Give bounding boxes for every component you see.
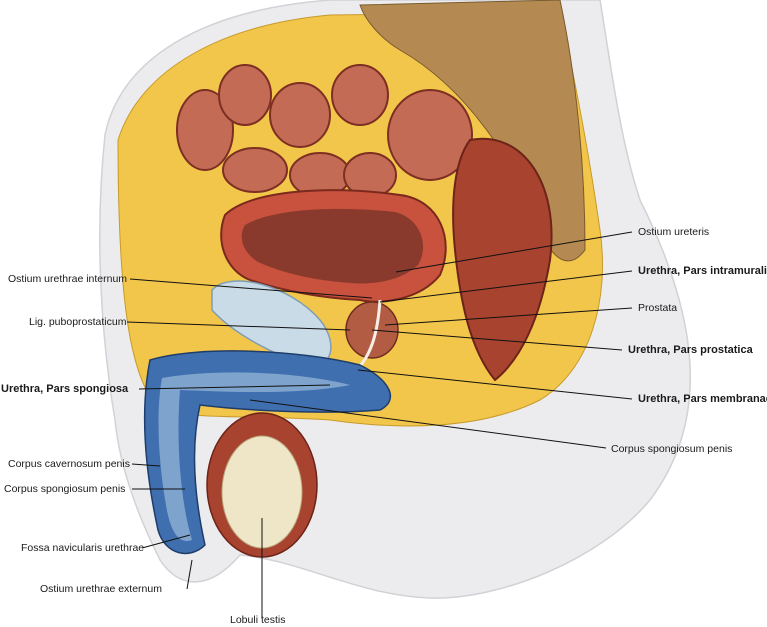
label-urethra-pars-spongiosa: Urethra, Pars spongiosa: [1, 383, 129, 395]
label-ostium-urethrae-externum: Ostium urethrae externum: [40, 583, 162, 595]
penis-shaft: [143, 350, 392, 555]
label-corpus-spongiosum-penis-right: Corpus spongiosum penis: [611, 443, 733, 455]
label-lig-puboprostaticum: Lig. puboprostaticum: [29, 316, 127, 328]
label-fossa-navicularis-urethrae: Fossa navicularis urethrae: [21, 542, 145, 554]
label-lobuli-testis: Lobuli testis: [230, 614, 286, 626]
label-ostium-urethrae-internum: Ostium urethrae internum: [8, 273, 128, 285]
label-ostium-ureteris: Ostium ureteris: [638, 226, 710, 238]
label-urethra-pars-intramuralis: Urethra, Pars intramuralis: [638, 265, 767, 277]
label-corpus-spongiosum-penis-left: Corpus spongiosum penis: [4, 483, 126, 495]
rectum: [452, 137, 553, 382]
label-prostata: Prostata: [638, 302, 678, 314]
pubic-bone: [211, 280, 332, 367]
leader-lines: [126, 231, 633, 618]
intestine-loops: [176, 64, 473, 198]
bladder-lumen: [241, 208, 424, 284]
label-urethra-pars-membranacea: Urethra, Pars membranacea: [638, 393, 767, 405]
corpus-spongiosum-band: [158, 372, 350, 541]
label-corpus-cavernosum-penis: Corpus cavernosum penis: [8, 458, 130, 470]
label-urethra-pars-prostatica: Urethra, Pars prostatica: [628, 344, 753, 356]
